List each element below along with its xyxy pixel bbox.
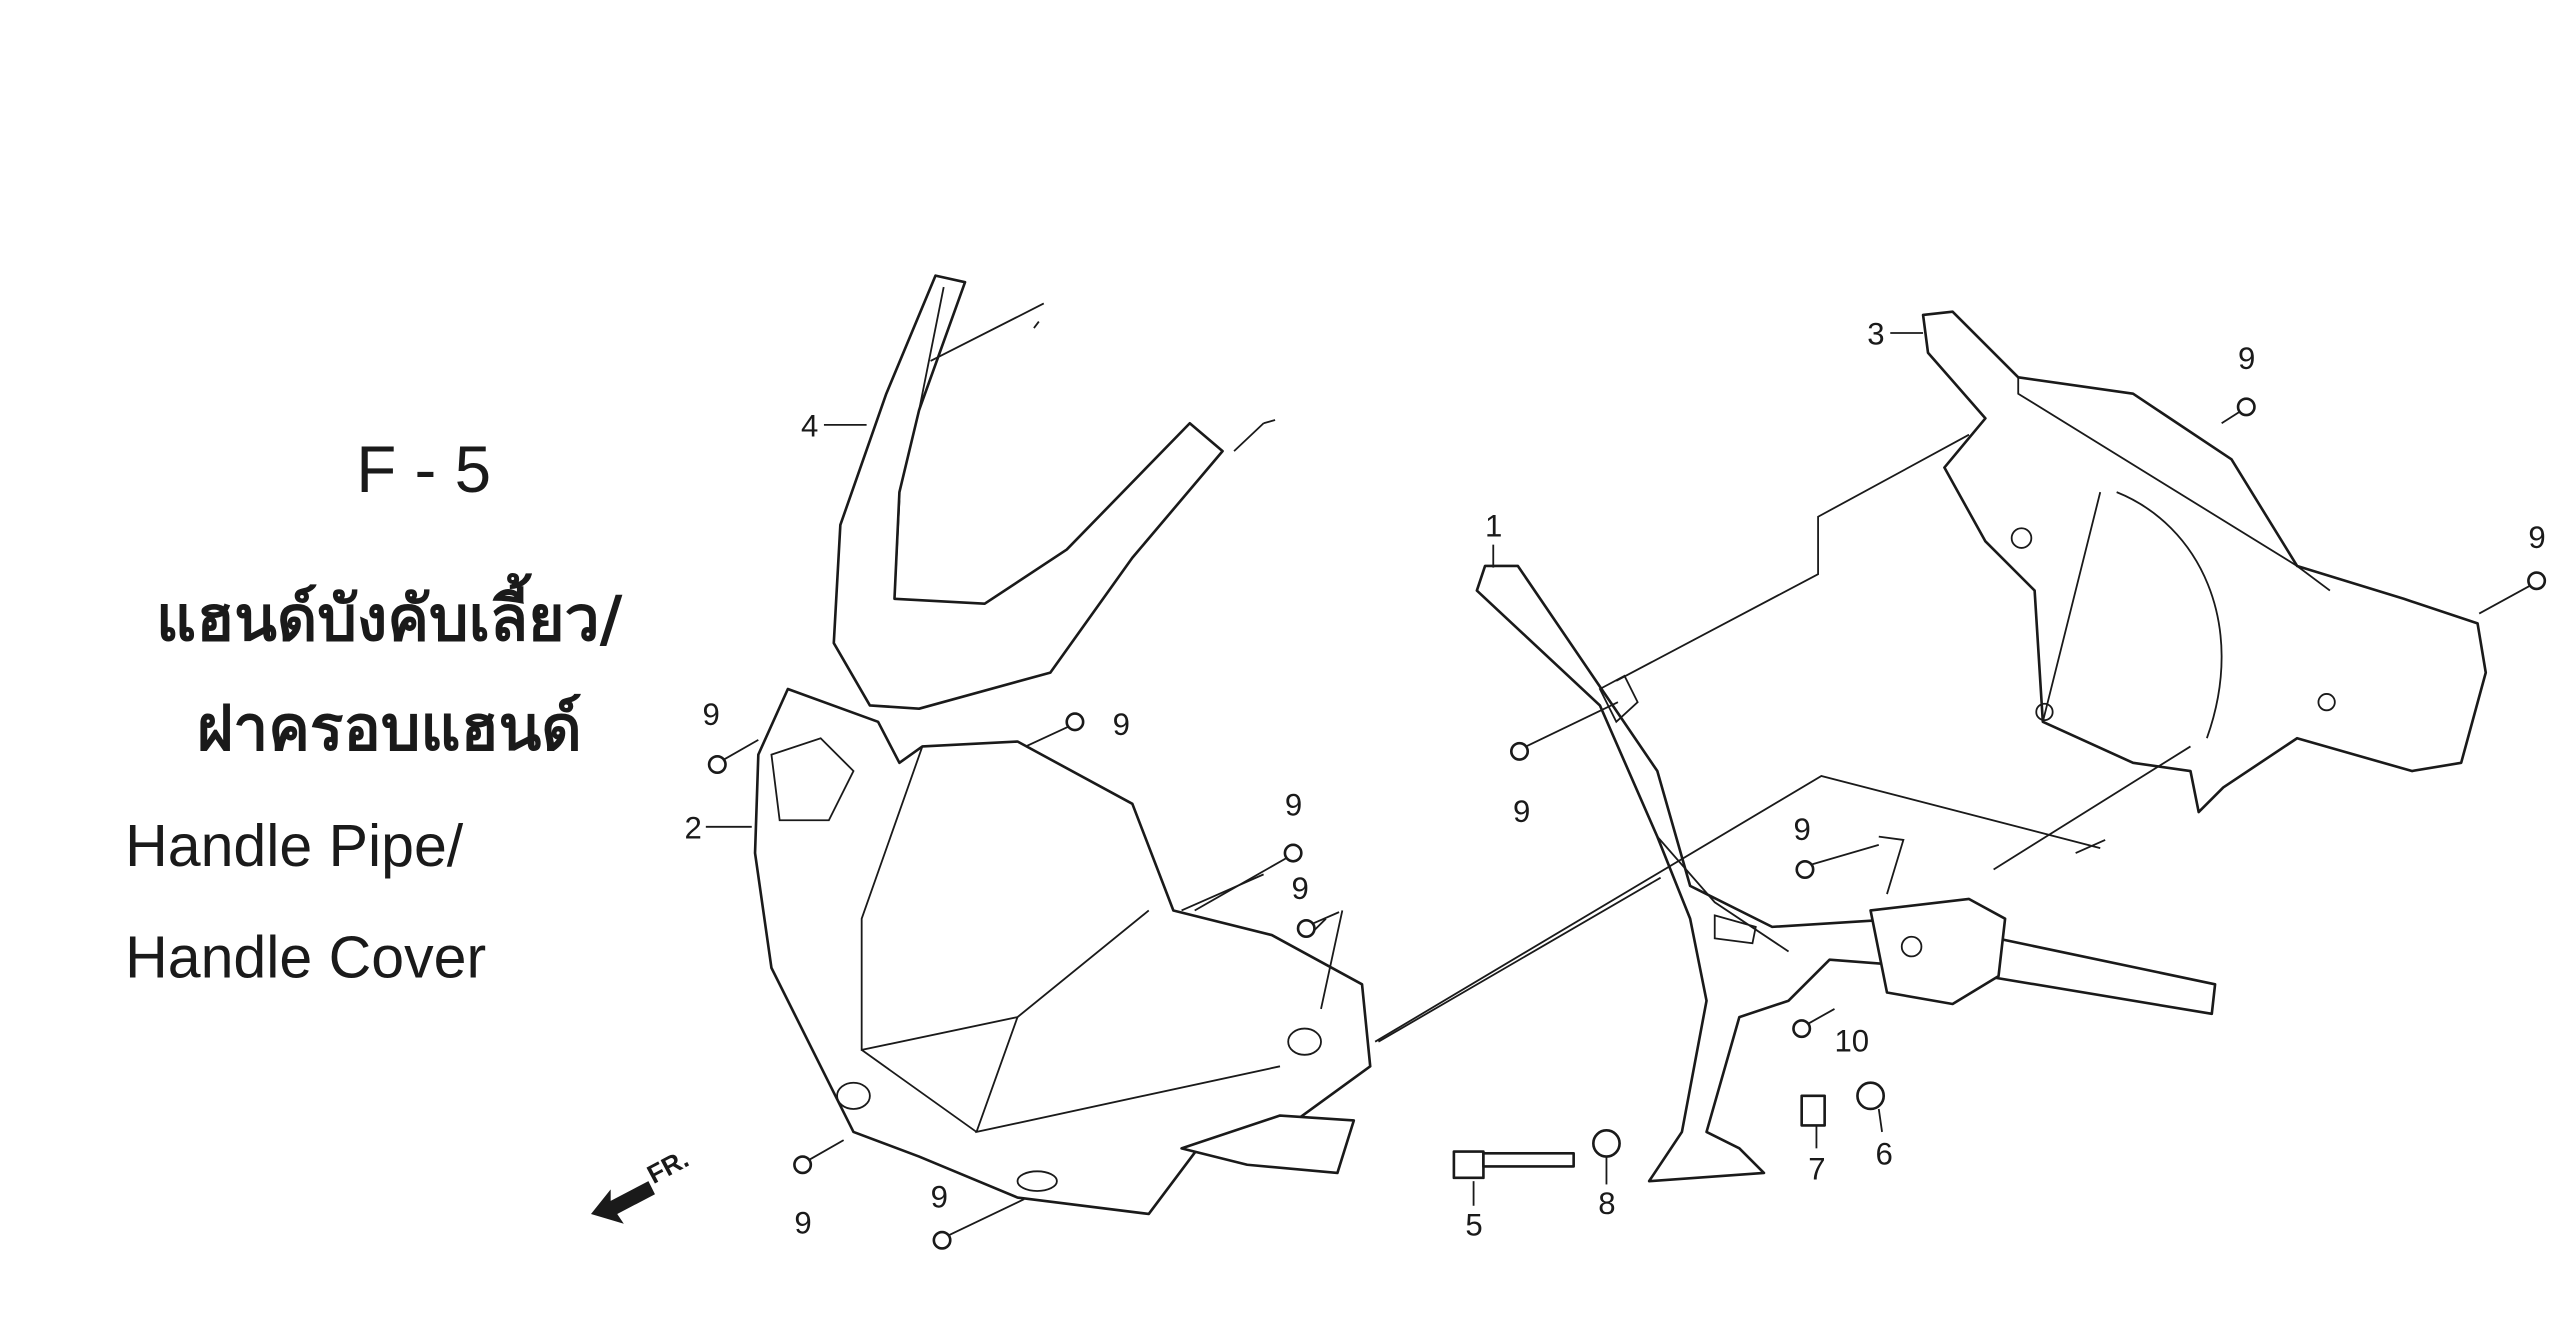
callout-3: 3 <box>1867 317 1884 352</box>
title-thai-line1: แฮนด์บังคับเลี้ยว/ <box>156 572 623 655</box>
collar-7 <box>1800 1094 1826 1127</box>
callout-8: 8 <box>1598 1186 1615 1221</box>
title-english-line1: Handle Pipe/ <box>125 813 464 879</box>
part-3-rear-cover <box>1615 310 2488 871</box>
part-1-handle-pipe <box>1374 564 2217 1183</box>
callout-9: 9 <box>2238 341 2255 376</box>
screw <box>1296 911 1340 939</box>
callout-9: 9 <box>1513 794 1530 829</box>
part-4-upper-cover <box>832 274 1276 711</box>
bolt-5 <box>1452 1150 1575 1180</box>
callout-6: 6 <box>1875 1137 1892 1172</box>
callout-9: 9 <box>1291 871 1308 906</box>
screw <box>1194 843 1303 912</box>
callout-9: 9 <box>1113 707 1130 742</box>
screw <box>1025 712 1085 748</box>
callout-2: 2 <box>685 810 702 845</box>
front-direction-label: FR. <box>642 1143 693 1189</box>
callout-9: 9 <box>931 1179 948 1214</box>
screw <box>932 1198 1025 1250</box>
callout-7: 7 <box>1808 1152 1825 1187</box>
screw <box>1792 1008 1835 1039</box>
screw <box>707 739 759 774</box>
screw <box>2478 571 2547 615</box>
callout-9: 9 <box>794 1206 811 1241</box>
part-2-front-cover <box>753 687 1662 1216</box>
callout-9: 9 <box>1793 812 1810 847</box>
front-direction-arrow: FR. <box>590 1143 693 1224</box>
callout-labels: 4 2 3 1 9 9 9 9 9 9 9 9 9 9 10 5 8 7 6 <box>685 317 2546 1243</box>
callout-9: 9 <box>2528 520 2545 555</box>
screw <box>793 1139 845 1175</box>
screw <box>2221 397 2256 425</box>
callout-9: 9 <box>703 697 720 732</box>
callout-1: 1 <box>1485 508 1502 543</box>
title-thai-line2: ฝาครอบแฮนด์ <box>197 692 582 765</box>
screw <box>1509 701 1619 761</box>
callout-4: 4 <box>801 408 818 443</box>
fasteners <box>707 397 2547 1250</box>
callout-9: 9 <box>1285 787 1302 822</box>
callout-10: 10 <box>1834 1024 1869 1059</box>
callout-5: 5 <box>1465 1207 1482 1242</box>
washer-8 <box>1592 1128 1621 1158</box>
title-english-line2: Handle Cover <box>125 925 486 991</box>
nut-6 <box>1856 1081 1886 1111</box>
screw <box>1795 843 1880 879</box>
figure-code: F - 5 <box>356 433 491 506</box>
